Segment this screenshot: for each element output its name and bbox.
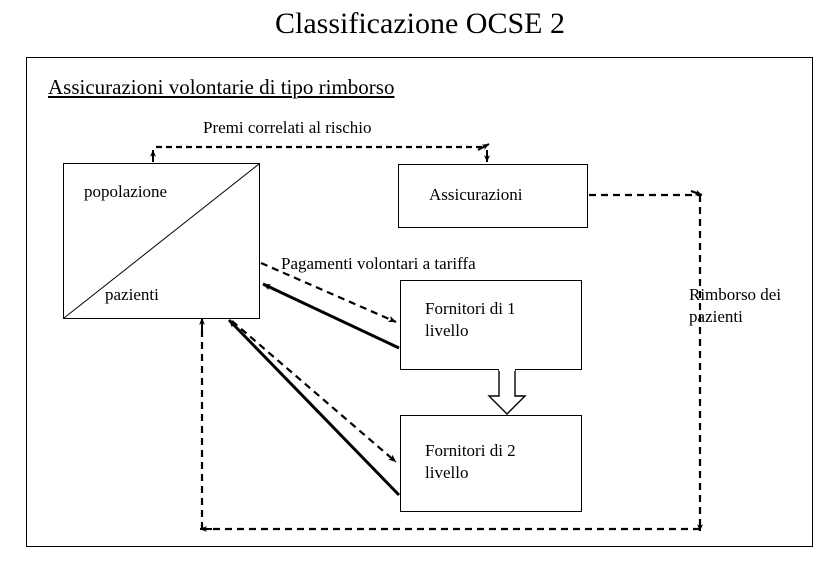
node-popolazione-label-top: popolazione [84, 182, 168, 201]
diagram-frame [26, 57, 813, 547]
page-title: Classificazione OCSE 2 [275, 7, 565, 40]
node-fornitori-1-livello-label: Fornitori di 1 livello [425, 299, 516, 340]
edge-label-rimborso-dei-pazienti: Rimborso dei pazienti [689, 285, 782, 326]
edge-label-premi-correlati-al-rischio: Premi correlati al rischio [203, 118, 372, 137]
node-fornitori-2-livello-label: Fornitori di 2 livello [425, 441, 516, 482]
node-popolazione[interactable] [63, 163, 260, 319]
diagram-subtitle: Assicurazioni volontarie di tipo rimbors… [48, 75, 395, 99]
node-popolazione-label-bottom: pazienti [105, 285, 159, 304]
node-assicurazioni[interactable] [398, 164, 588, 228]
node-fornitori-2-livello[interactable] [400, 415, 582, 512]
node-assicurazioni-label: Assicurazioni [429, 185, 523, 204]
edge-label-pagamenti-volontari-a-tariffa: Pagamenti volontari a tariffa [281, 254, 476, 273]
